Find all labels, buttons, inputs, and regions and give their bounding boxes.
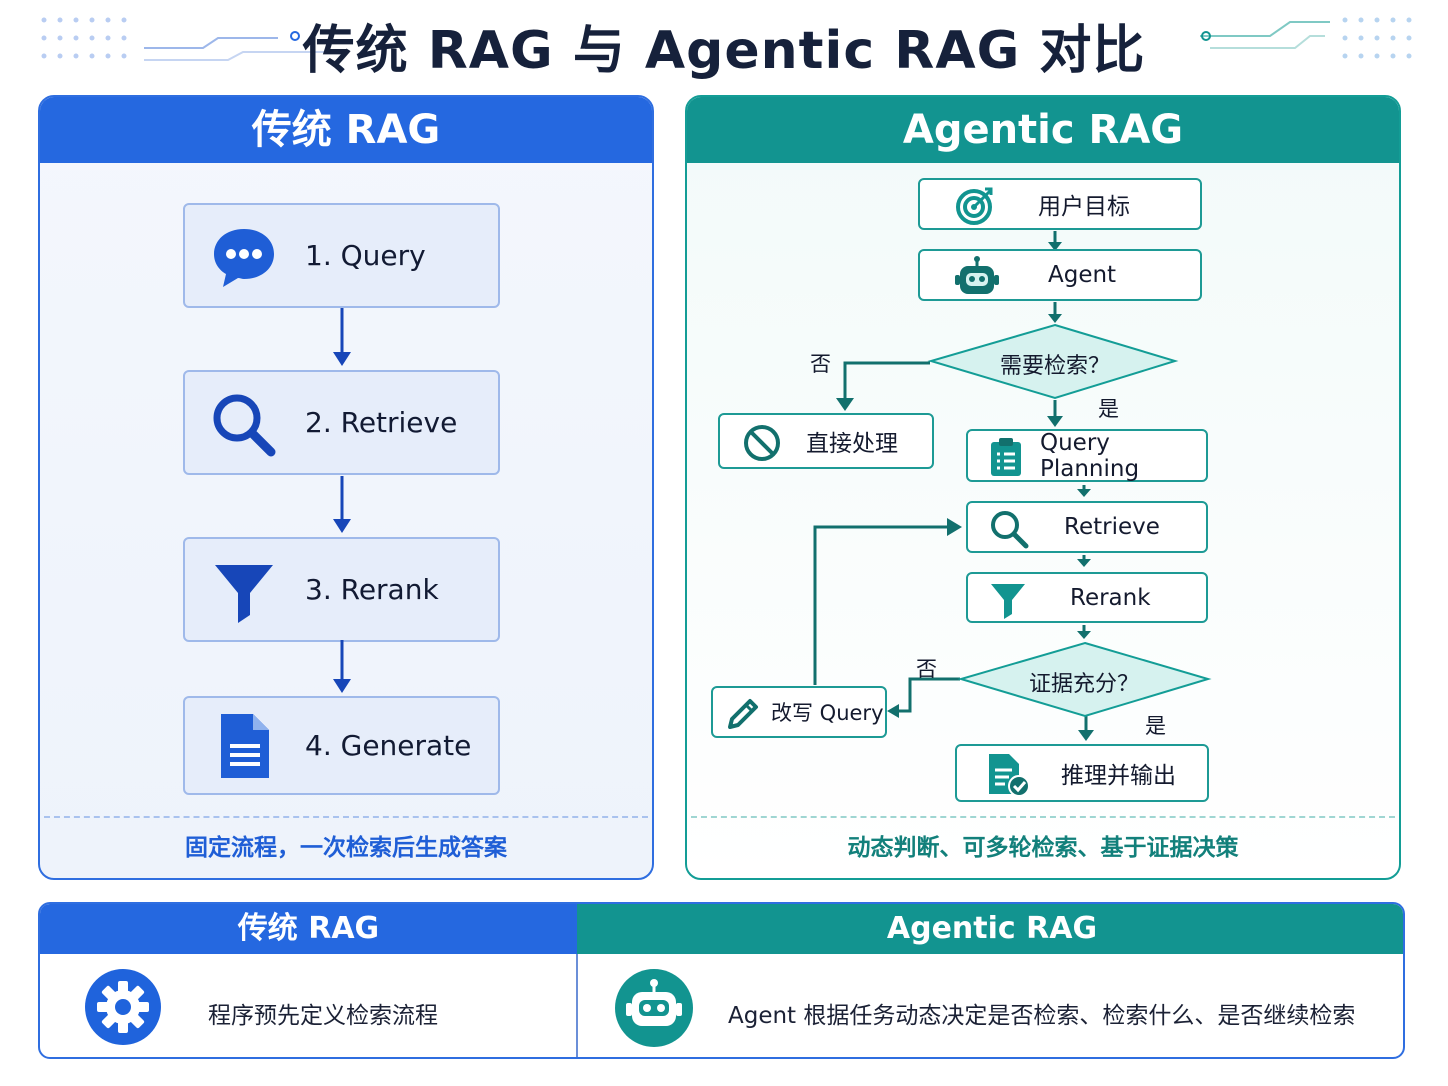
- decision-need-retrieval: 需要检索？: [999, 354, 1110, 379]
- gear-icon: [85, 969, 161, 1045]
- reason-output-label: 推理并输出: [1061, 763, 1176, 789]
- comparison-left-text: 程序预先定义检索流程: [208, 1003, 438, 1029]
- step-rerank-label: 3. Rerank: [305, 573, 439, 606]
- search-icon: [213, 394, 276, 457]
- comparison-right-header: Agentic RAG: [577, 904, 1403, 954]
- retrieve-node: Retrieve: [966, 501, 1208, 553]
- left-flow-arrows: [333, 308, 351, 693]
- comparison-right-text: Agent 根据任务动态决定是否检索、检索什么、是否继续检索: [728, 1003, 1356, 1029]
- comparison-table: 传统 RAG Agentic RAG 程序预先定义检索流程 Agent 根据任务…: [38, 902, 1405, 1059]
- agent-node: Agent: [918, 249, 1202, 301]
- page-title: 传统 RAG 与 Agentic RAG 对比: [302, 21, 1146, 81]
- funnel-icon: [215, 565, 273, 623]
- query-planning-label: Query Planning: [1040, 429, 1140, 482]
- right-divider: [691, 816, 1395, 818]
- document-check-icon: [989, 754, 1030, 797]
- step-generate: 4. Generate: [183, 696, 500, 795]
- funnel-icon: [991, 584, 1025, 619]
- rewrite-query-label: 改写 Query: [771, 701, 884, 725]
- agent-label: Agent: [1048, 262, 1117, 288]
- clipboard-icon: [991, 438, 1021, 476]
- target-icon: [956, 187, 993, 225]
- document-icon: [221, 714, 269, 778]
- left-divider: [44, 816, 648, 818]
- decision1-yes-label: 是: [1098, 397, 1119, 421]
- decision2-no-label: 否: [916, 657, 937, 681]
- step-retrieve: 2. Retrieve: [183, 370, 500, 475]
- agentic-rag-header: Agentic RAG: [687, 97, 1399, 163]
- query-planning-node: Query Planning: [966, 429, 1208, 482]
- prohibited-icon: [744, 425, 780, 461]
- rerank-label: Rerank: [1070, 584, 1151, 611]
- step-query: 1. Query: [183, 203, 500, 308]
- user-goal-label: 用户目标: [1038, 194, 1130, 220]
- right-footer: 动态判断、可多轮检索、基于证据决策: [847, 835, 1239, 861]
- pencil-icon: [728, 699, 758, 729]
- comparison-left-header: 传统 RAG: [40, 904, 577, 954]
- step-retrieve-label: 2. Retrieve: [305, 406, 458, 439]
- robot-icon: [955, 256, 999, 294]
- step-query-label: 1. Query: [305, 239, 426, 272]
- chat-bubble-icon: [214, 229, 274, 287]
- comparison-divider: [576, 954, 578, 1057]
- decision2-yes-label: 是: [1145, 714, 1166, 738]
- header-decoration-left: [41, 17, 338, 61]
- rerank-node: Rerank: [966, 572, 1208, 623]
- traditional-rag-header: 传统 RAG: [40, 97, 652, 163]
- right-flow-connectors: [813, 231, 1212, 741]
- reason-output-node: 推理并输出: [955, 744, 1209, 802]
- left-footer: 固定流程，一次检索后生成答案: [185, 835, 507, 861]
- step-generate-label: 4. Generate: [305, 729, 472, 762]
- retrieve-label: Retrieve: [1064, 514, 1160, 540]
- decision-sufficient-evidence: 证据充分？: [1028, 672, 1139, 697]
- header-decoration-right: [1200, 17, 1412, 59]
- step-rerank: 3. Rerank: [183, 537, 500, 642]
- user-goal-node: 用户目标: [918, 178, 1202, 230]
- search-icon: [991, 511, 1029, 549]
- direct-process-node: 直接处理: [718, 413, 934, 469]
- decision1-no-label: 否: [810, 352, 831, 376]
- direct-process-label: 直接处理: [806, 431, 898, 457]
- rewrite-query-node: 改写 Query: [711, 686, 887, 738]
- robot-icon: [615, 969, 693, 1047]
